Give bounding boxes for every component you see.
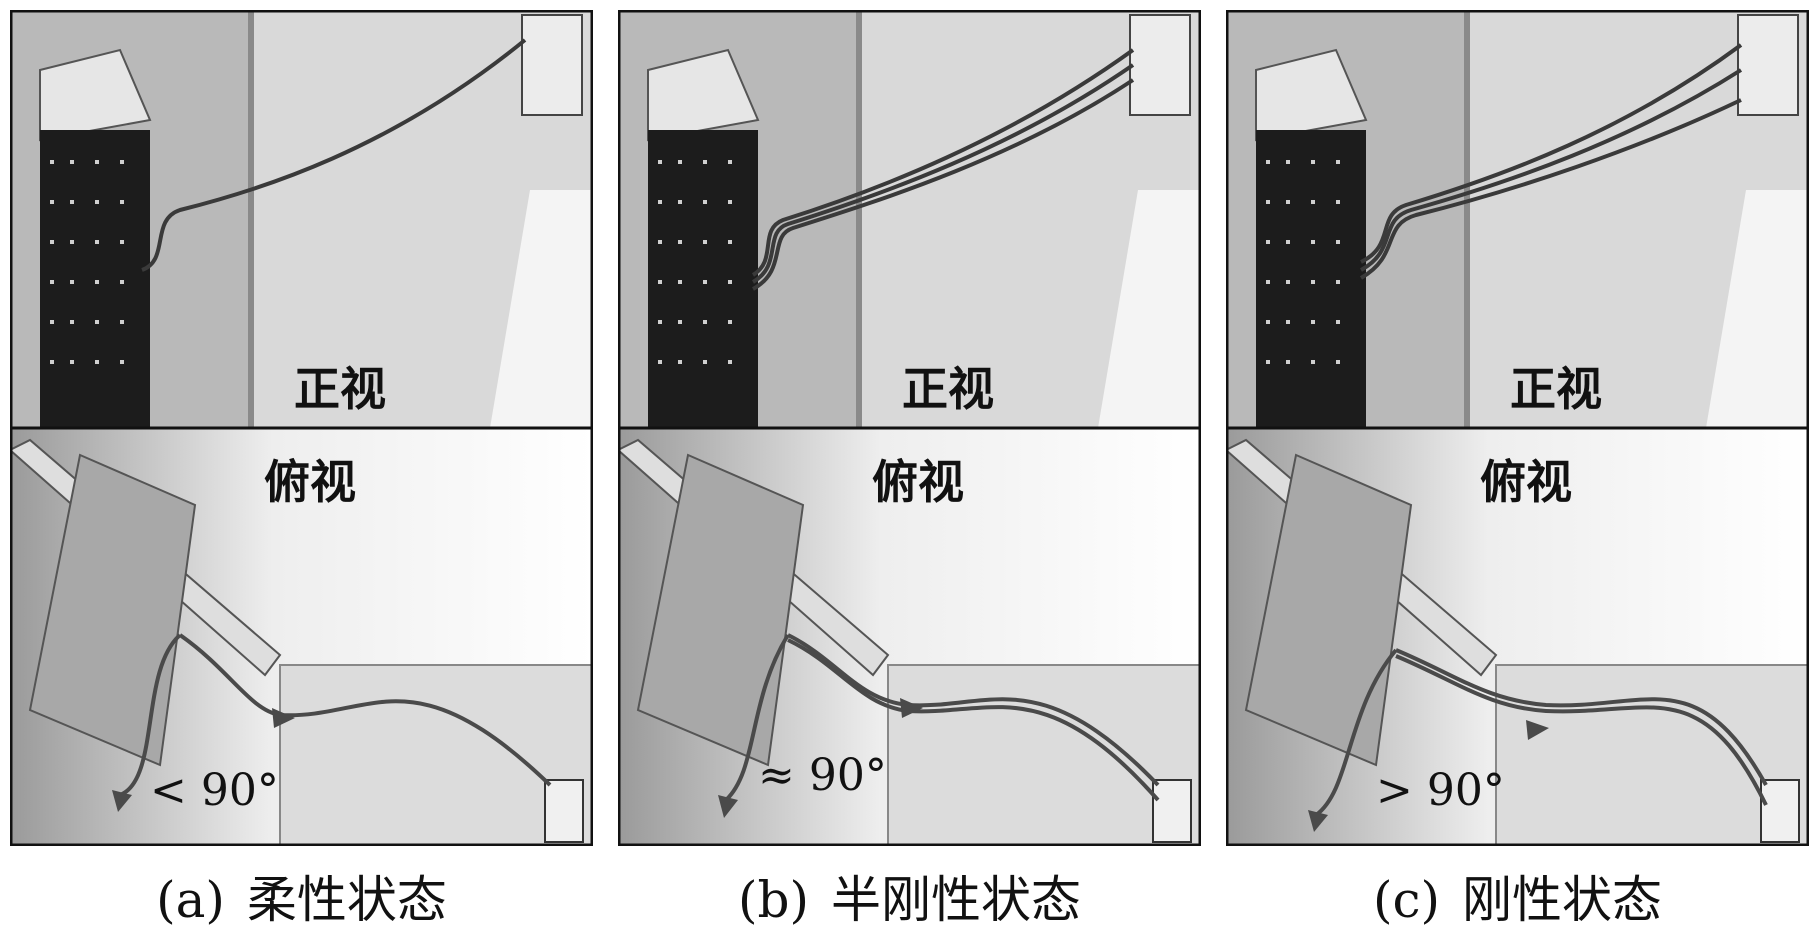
top-view-cable-2: [787, 638, 1160, 802]
cabinet-top: [1255, 48, 1368, 142]
top-view-cable-2: [1395, 654, 1768, 806]
front-view-label: 正视: [902, 362, 994, 416]
floor-surface: [1706, 190, 1809, 428]
caption-b-index: (b): [737, 871, 810, 929]
top-view-terminal-box: [544, 779, 584, 843]
cabinet-ports: [658, 160, 732, 364]
front-view-cable: [141, 38, 527, 272]
caption-b: (b) 半刚性状态: [618, 860, 1201, 940]
cabinet-top: [39, 48, 152, 142]
front-view-cable-1: [1360, 43, 1743, 264]
front-view-cable-3: [751, 78, 1135, 291]
front-view-label: 正视: [294, 362, 386, 416]
cable-branch-down: [1314, 648, 1398, 817]
caption-a: (a) 柔性状态: [10, 860, 593, 940]
caption-c: (c) 刚性状态: [1226, 860, 1809, 940]
wall-seam: [856, 10, 862, 428]
panel-c-illustration: 正视 俯视 > 90°: [1226, 10, 1809, 846]
cable-branch-down: [724, 633, 790, 802]
top-view-terminal-box: [1152, 779, 1192, 843]
front-view-cable-1: [751, 48, 1135, 277]
floor-surface: [1098, 190, 1201, 428]
caption-b-text: 半刚性状态: [831, 871, 1082, 929]
cabinet-ports: [50, 160, 124, 364]
top-view-terminal-box: [1760, 779, 1800, 843]
top-view-cabinet: [1244, 453, 1413, 767]
cable-branch-down: [119, 633, 182, 797]
wall-seam: [1464, 10, 1470, 428]
front-view-cable-2: [751, 63, 1135, 284]
wall-terminal-box: [1129, 14, 1191, 116]
panel-b-illustration: 正视 俯视 ≈ 90°: [618, 10, 1201, 846]
caption-c-index: (c): [1372, 871, 1441, 929]
caption-a-text: 柔性状态: [246, 871, 447, 929]
top-view-label: 俯视: [264, 455, 356, 509]
top-view-wall-block: [279, 664, 593, 846]
top-view-wall-block: [887, 664, 1201, 846]
angle-label: > 90°: [1376, 765, 1505, 816]
arrow-head-down: [718, 795, 738, 818]
cabinet-ports: [1266, 160, 1340, 364]
cabinet-top: [647, 48, 760, 142]
top-view-wall-block: [1495, 664, 1809, 846]
panel-c: 正视 俯视 > 90°: [1226, 10, 1809, 846]
top-view-cabinet: [28, 453, 197, 767]
arrow-head-right: [1526, 720, 1549, 740]
top-view-label: 俯视: [872, 455, 964, 509]
panel-b: 正视 俯视 ≈ 90°: [618, 10, 1201, 846]
arrow-head-right: [900, 698, 923, 718]
arrow-head-down: [1308, 810, 1328, 832]
front-view-cable-2: [1360, 68, 1743, 272]
floor-surface: [490, 190, 593, 428]
top-view-cable-1: [1395, 648, 1768, 786]
angle-label: < 90°: [150, 765, 279, 816]
top-view-label: 俯视: [1480, 455, 1572, 509]
caption-c-text: 刚性状态: [1462, 871, 1663, 929]
top-view-cable: [178, 633, 552, 787]
top-view-cable-1: [787, 633, 1160, 787]
front-view-cable-3: [1359, 98, 1742, 280]
wall-terminal-box: [521, 14, 583, 116]
arrow-head-right: [272, 708, 295, 728]
caption-a-index: (a): [156, 871, 225, 929]
wall-seam: [248, 10, 254, 428]
arrow-head-down: [112, 790, 132, 812]
angle-label: ≈ 90°: [758, 750, 887, 801]
panel-a: 正视 俯视 < 90°: [10, 10, 593, 846]
wall-terminal-box: [1737, 14, 1799, 116]
panel-a-illustration: 正视 俯视 < 90°: [10, 10, 593, 846]
front-view-label: 正视: [1510, 362, 1602, 416]
top-view-cabinet: [636, 453, 805, 767]
